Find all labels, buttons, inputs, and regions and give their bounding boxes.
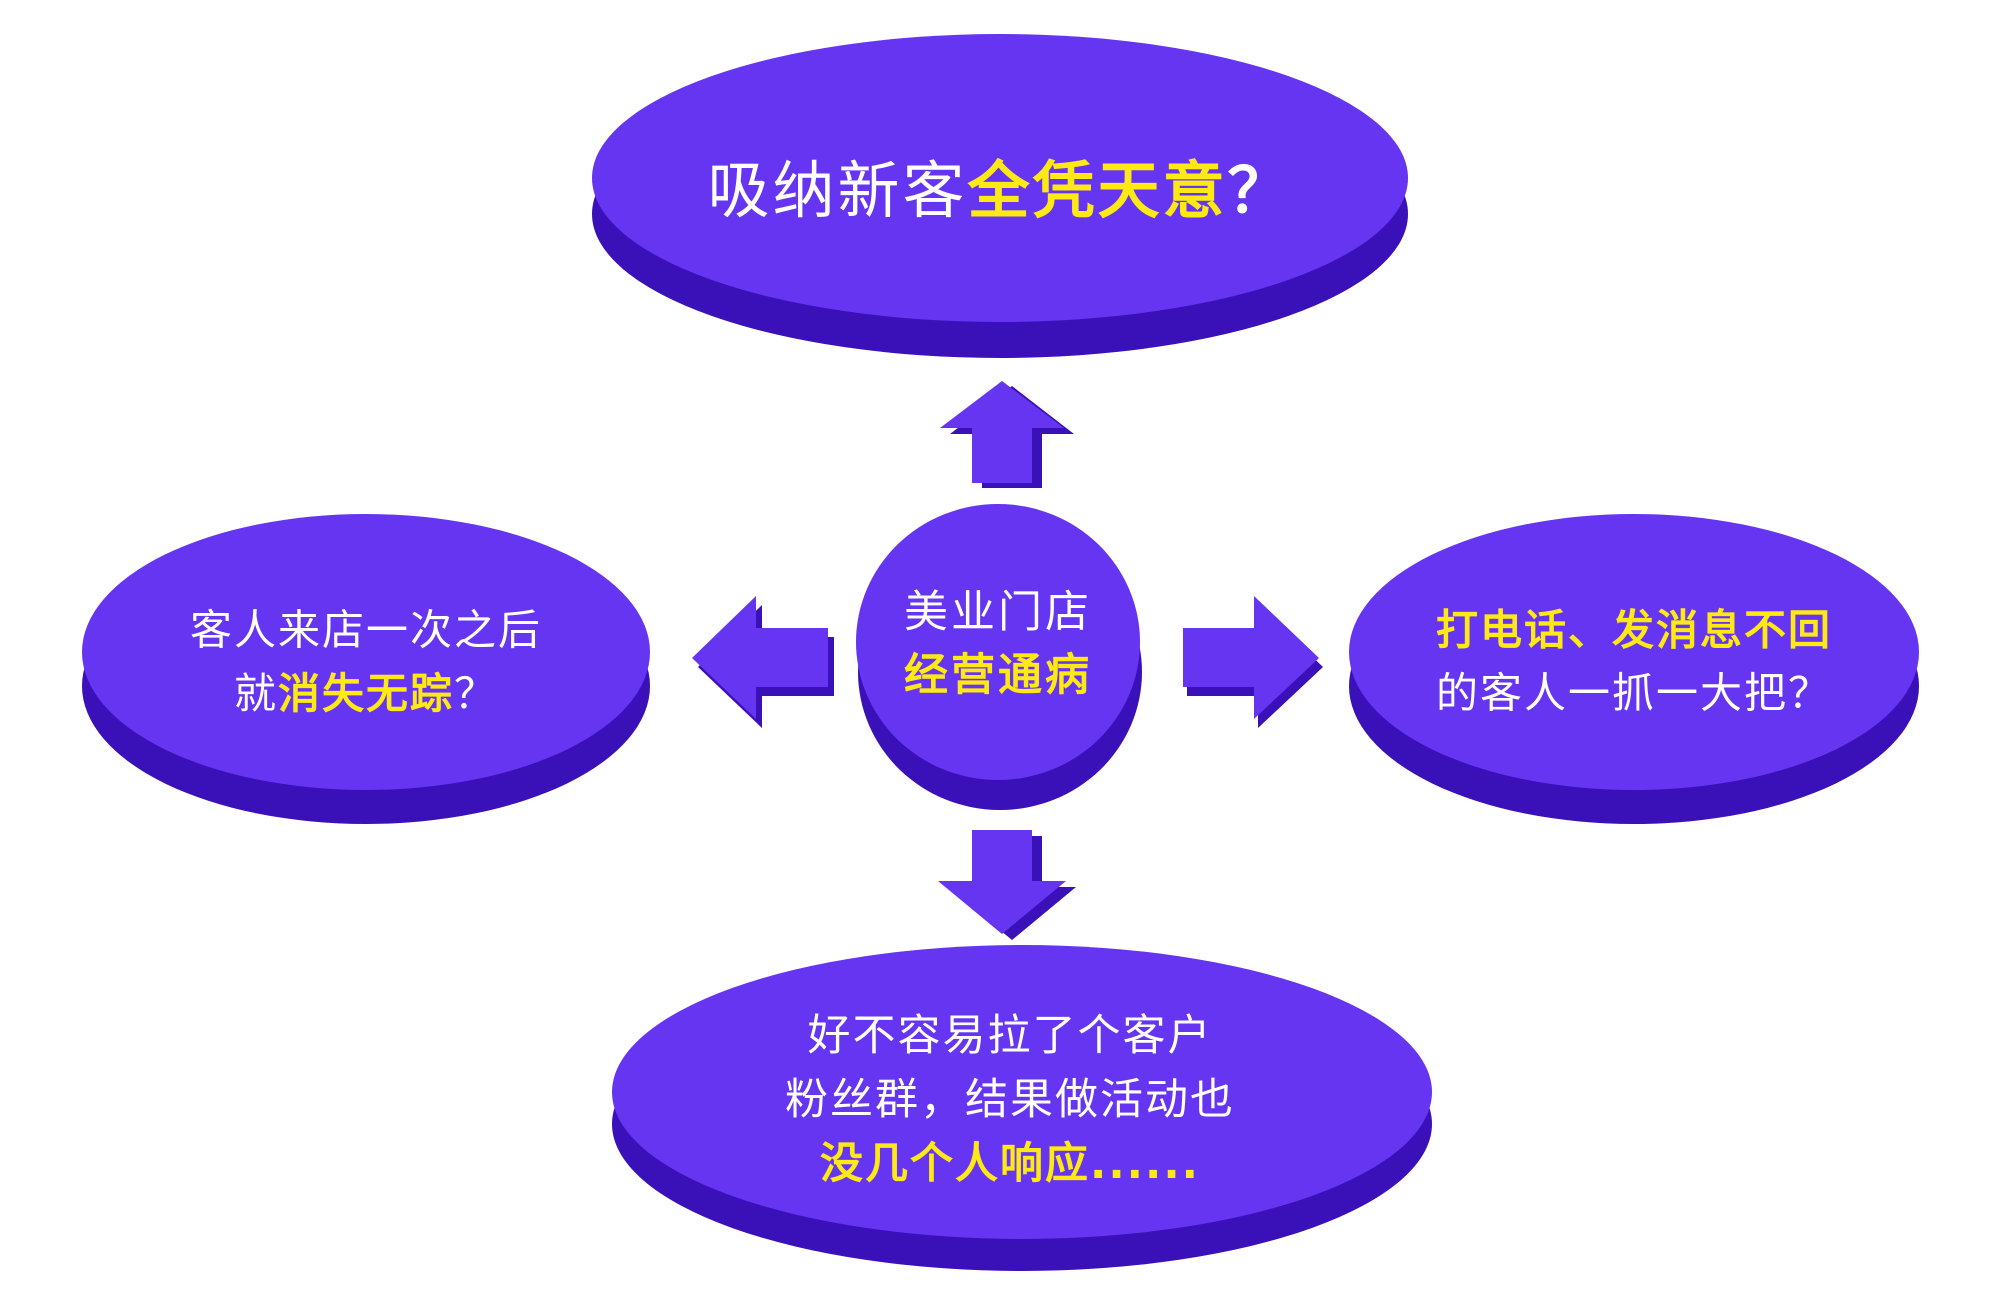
right-bubble: 打电话、发消息不回 的客人一抓一大把？	[1349, 514, 1919, 824]
right-line-1: 打电话、发消息不回	[1436, 606, 1832, 655]
left-line-2-question-mark: ？	[454, 669, 498, 718]
center-bubble: 美业门店 经营通病	[856, 504, 1142, 810]
top-bubble-question-mark: ？	[1228, 154, 1293, 227]
left-bubble: 客人来店一次之后 就消失无踪？	[82, 514, 650, 824]
left-arrow-face	[692, 596, 828, 719]
bottom-bubble: 好不容易拉了个客户 粉丝群，结果做活动也 没几个人响应......	[612, 945, 1432, 1271]
down-arrow-face	[938, 830, 1066, 934]
right-line-2: 的客人一抓一大把？	[1436, 669, 1832, 718]
left-line-2-highlight: 消失无踪	[278, 669, 454, 718]
bottom-line-3: 没几个人响应......	[820, 1139, 1200, 1189]
bottom-line-2: 粉丝群，结果做活动也	[785, 1075, 1235, 1125]
center-bubble-face	[856, 504, 1140, 780]
center-line-2: 经营通病	[904, 650, 1092, 701]
right-bubble-face	[1349, 514, 1919, 790]
center-line-1: 美业门店	[904, 587, 1092, 638]
top-bubble-highlight: 全凭天意	[966, 154, 1227, 227]
up-arrow-face	[940, 381, 1064, 483]
down-arrow-icon	[938, 830, 1076, 940]
left-arrow-icon	[692, 596, 834, 728]
right-arrow-icon	[1183, 596, 1323, 728]
top-bubble: 吸纳新客全凭天意？	[592, 34, 1408, 358]
bottom-line-1: 好不容易拉了个客户	[808, 1011, 1213, 1061]
bottom-bubble-face	[612, 945, 1432, 1239]
left-line-2-plain: 就	[234, 669, 278, 718]
top-bubble-face	[592, 34, 1408, 322]
left-line-2: 就消失无踪？	[234, 669, 498, 718]
right-arrow-face	[1183, 596, 1319, 719]
left-line-1: 客人来店一次之后	[190, 606, 542, 655]
left-bubble-face	[82, 514, 650, 790]
top-bubble-plain: 吸纳新客	[707, 154, 967, 227]
up-arrow-icon	[940, 381, 1074, 488]
top-bubble-text: 吸纳新客全凭天意？	[707, 154, 1292, 227]
